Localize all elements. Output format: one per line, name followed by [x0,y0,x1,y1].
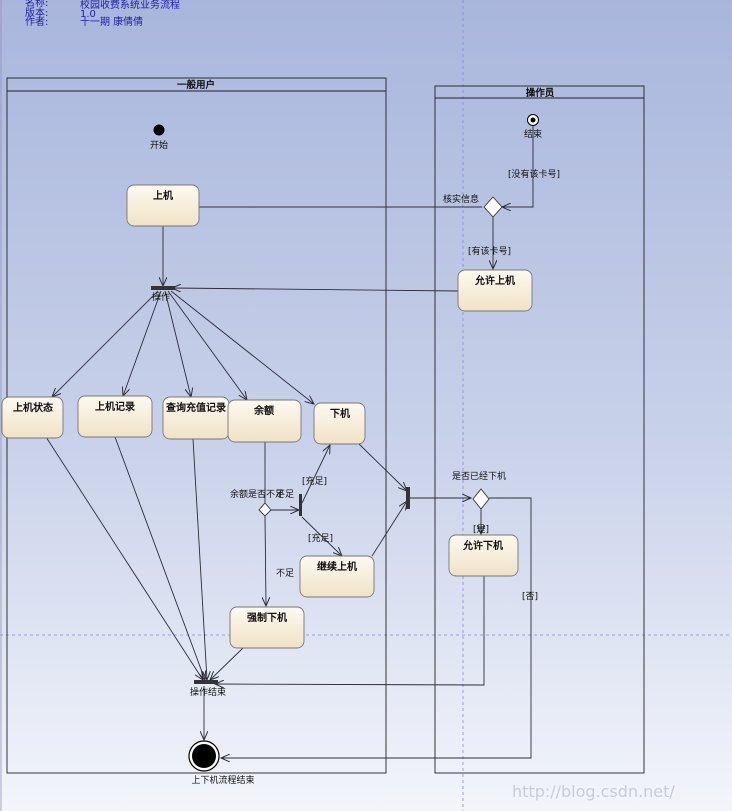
edge-fork-to-recharge [164,290,191,397]
guard-yes: [是] [473,524,489,535]
svg-text:上机记录: 上机记录 [95,400,135,413]
edge-allow-logout-to-end [215,576,485,685]
label-verify: 核实信息 [443,193,479,205]
join-bar-logout [406,487,410,509]
edge-fork2-to-continue [301,516,342,556]
final-node-label: 上下机流程结束 [191,774,254,786]
edge-fork-to-status [52,290,159,397]
svg-text:上机: 上机 [153,189,173,202]
activity-login[interactable]: 上机 [126,184,200,227]
edge-decision-to-force [265,515,266,606]
svg-text:下机: 下机 [330,407,350,420]
guard-enough-1: [充足] [302,475,327,487]
activity-logout[interactable]: 下机 [313,402,366,445]
edges [45,126,534,758]
svg-text:允许下机: 允许下机 [462,539,503,552]
edge-recharge-to-end [192,438,207,680]
guard-no-card: [没有该卡号] [508,168,560,180]
edge-logout-to-join [358,443,407,491]
fork-bar-operate [151,286,175,290]
activity-force-logout[interactable]: 强制下机 [229,606,305,649]
svg-text:允许上机: 允许上机 [474,274,515,287]
diagram-header: 名称: 校园收费系统业务流程 版本: 1.0 作者: 十一期 康倩倩 [25,0,180,28]
edge-status-to-end [45,436,203,680]
fork-operate-label: 操作 [152,291,170,303]
watermark: http://blog.csdn.net/ [512,782,675,801]
operator-start-node [530,117,536,123]
activity-allow-login[interactable]: 允许上机 [457,269,533,312]
start-node [153,124,165,136]
decision-logout-check [472,488,490,510]
operator-start-label: 结束 [524,128,542,140]
header-author-value: 十一期 康倩倩 [80,15,143,28]
guard-insufficient-2: 不足 [276,568,294,579]
label-already-logout: 是否已经下机 [452,470,506,482]
svg-text:上机状态: 上机状态 [13,401,53,414]
edge-records-to-end [114,436,205,680]
svg-text:强制下机: 强制下机 [247,611,287,624]
svg-text:继续上机: 继续上机 [317,560,357,573]
guard-enough-2: [充足] [308,532,333,544]
guard-insufficient-1: 不足 [276,489,294,500]
final-node [192,744,216,768]
edge-operator-start-to-verify [502,126,534,207]
label-balance-check: 余额是否不足 [230,488,284,500]
join-end-label: 操作结束 [190,686,226,698]
header-author-key: 作者: [25,16,48,28]
guard-has-card: [有该卡号] [468,245,511,257]
decision-balance [258,502,272,517]
fork-bar-balance [299,494,302,516]
edge-allow-to-fork [172,288,459,291]
swimlane-operator: 操作员 [434,85,645,774]
activity-records[interactable]: 上机记录 [77,395,153,438]
header-version-key: 版本: [25,6,48,19]
edge-force-to-end [210,647,244,680]
header-name-value: 校园收费系统业务流程 [80,0,180,11]
activity-status[interactable]: 上机状态 [1,396,64,439]
edge-fork-to-logout [170,290,314,404]
swimlane-user-title: 一般用户 [177,79,215,91]
start-node-label: 开始 [150,139,168,151]
svg-text:余额: 余额 [253,404,274,417]
svg-text:查询充值记录: 查询充值记录 [165,401,226,414]
header-version-value: 1.0 [80,9,96,20]
activity-recharge-query[interactable]: 查询充值记录 [162,396,230,440]
activity-continue[interactable]: 继续上机 [299,555,375,598]
edge-check-to-final [221,497,532,758]
activity-balance[interactable]: 余额 [227,399,302,443]
edge-fork2-to-logout [301,445,330,504]
edge-fork-to-records [123,290,162,396]
edge-continue-to-join [371,501,407,557]
swimlane-operator-title: 操作员 [526,87,555,99]
decision-verify [483,196,503,218]
activity-allow-logout[interactable]: 允许下机 [448,534,519,577]
guard-no: [否] [522,591,538,602]
edge-fork-to-balance [167,290,247,400]
header-name-key: 名称: [25,0,48,9]
join-bar-end [194,680,218,684]
